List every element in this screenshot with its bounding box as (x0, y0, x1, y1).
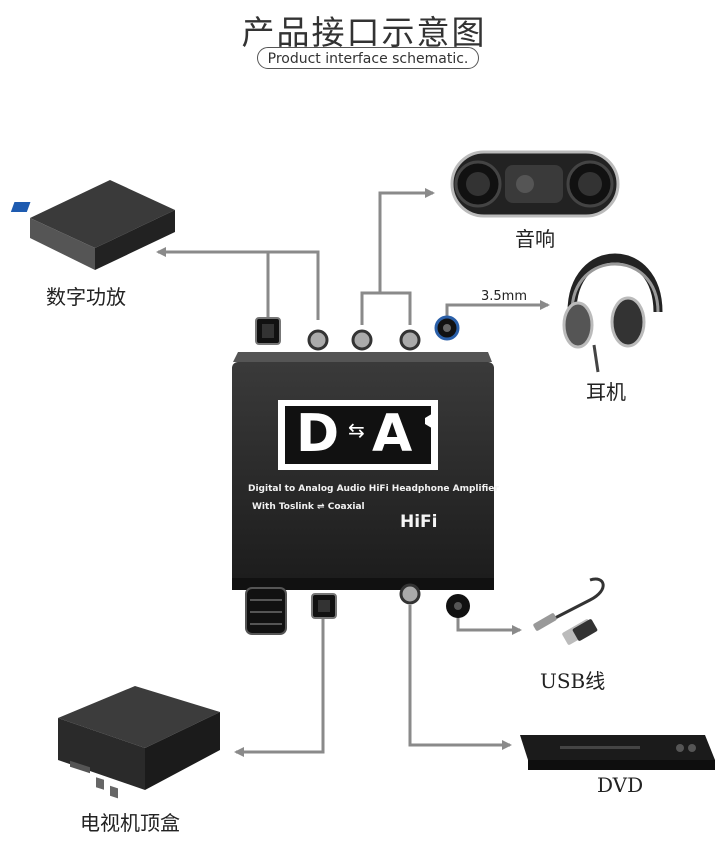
speaker-device (450, 150, 620, 218)
label-amplifier: 数字功放 (46, 285, 126, 309)
arrow-to-speaker (378, 188, 435, 293)
hifi-badge: HiFi (400, 512, 438, 532)
branch-speaker-left (360, 291, 412, 325)
label-jack-size: 3.5mm (481, 289, 528, 304)
arrow-to-tvbox (234, 610, 325, 757)
label-headphones: 耳机 (586, 380, 626, 404)
usb-cable-device (533, 577, 605, 645)
dvd-device (520, 735, 715, 770)
amplifier-device (10, 180, 175, 270)
arrow-to-dvd (408, 605, 512, 750)
logo-arrows-icon: ⇆ (348, 418, 365, 442)
arrow-to-headphones (445, 300, 550, 320)
page-title: 产品接口示意图 (241, 13, 487, 52)
dac-device (232, 352, 494, 590)
product-line-2: With Toslink ⇌ Coaxial (252, 502, 365, 512)
label-dvd: DVD (597, 773, 644, 797)
headphones-device (562, 253, 663, 373)
product-line-1: Digital to Analog Audio HiFi Headphone A… (248, 484, 499, 494)
branch-to-amplifier (268, 250, 320, 320)
top-ports (255, 315, 460, 351)
tvbox-device (58, 686, 220, 799)
page-subtitle: Product interface schematic. (257, 47, 479, 69)
bottom-ports (245, 583, 470, 635)
logo-letter-d: D (296, 404, 340, 464)
logo-letter-a: A (372, 404, 413, 464)
label-speaker: 音响 (515, 227, 555, 251)
label-tvbox: 电视机顶盒 (80, 811, 180, 835)
label-usb: USB线 (540, 669, 606, 693)
arrow-to-amplifier (156, 247, 270, 320)
